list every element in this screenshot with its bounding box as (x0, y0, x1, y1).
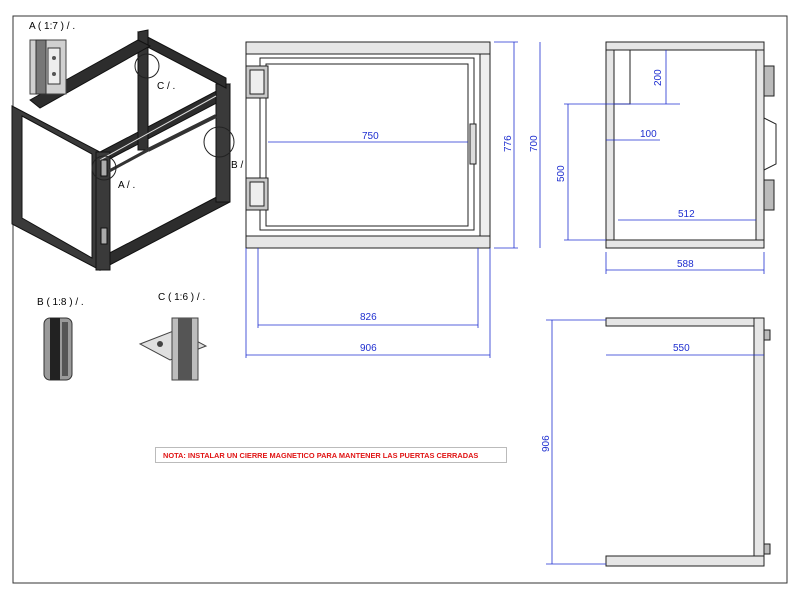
dim-776: 776 (503, 135, 514, 152)
callout-b-label: B / . (231, 160, 249, 171)
dim-200: 200 (653, 69, 664, 86)
dim-100: 100 (640, 129, 657, 140)
detail-a-title: A ( 1:7 ) / . (29, 21, 75, 32)
detail-a-hinge (29, 39, 67, 95)
dim-588: 588 (677, 259, 694, 270)
top-view-dimensions (546, 319, 764, 565)
dim-700: 700 (529, 135, 540, 152)
detail-c-title: C ( 1:6 ) / . (158, 292, 205, 303)
detail-c-bracket (138, 317, 208, 381)
side-view (605, 41, 777, 249)
sheet-border (12, 15, 788, 584)
dim-500: 500 (556, 165, 567, 182)
dim-550: 550 (673, 343, 690, 354)
isometric-view (11, 29, 235, 271)
front-view-dimensions (245, 41, 541, 358)
front-view (245, 41, 491, 249)
dim-906-top: 906 (541, 435, 552, 452)
detail-b-handle (43, 317, 73, 381)
dim-826: 826 (360, 312, 377, 323)
magnetic-latch-note: NOTA: INSTALAR UN CIERRE MAGNETICO PARA … (155, 447, 507, 463)
top-view (605, 317, 771, 567)
dim-906-front: 906 (360, 343, 377, 354)
callout-a-label: A / . (118, 180, 135, 191)
dim-750: 750 (362, 131, 379, 142)
dim-512: 512 (678, 209, 695, 220)
side-view-dimensions (564, 50, 765, 274)
callout-c-label: C / . (157, 81, 175, 92)
detail-b-title: B ( 1:8 ) / . (37, 297, 84, 308)
